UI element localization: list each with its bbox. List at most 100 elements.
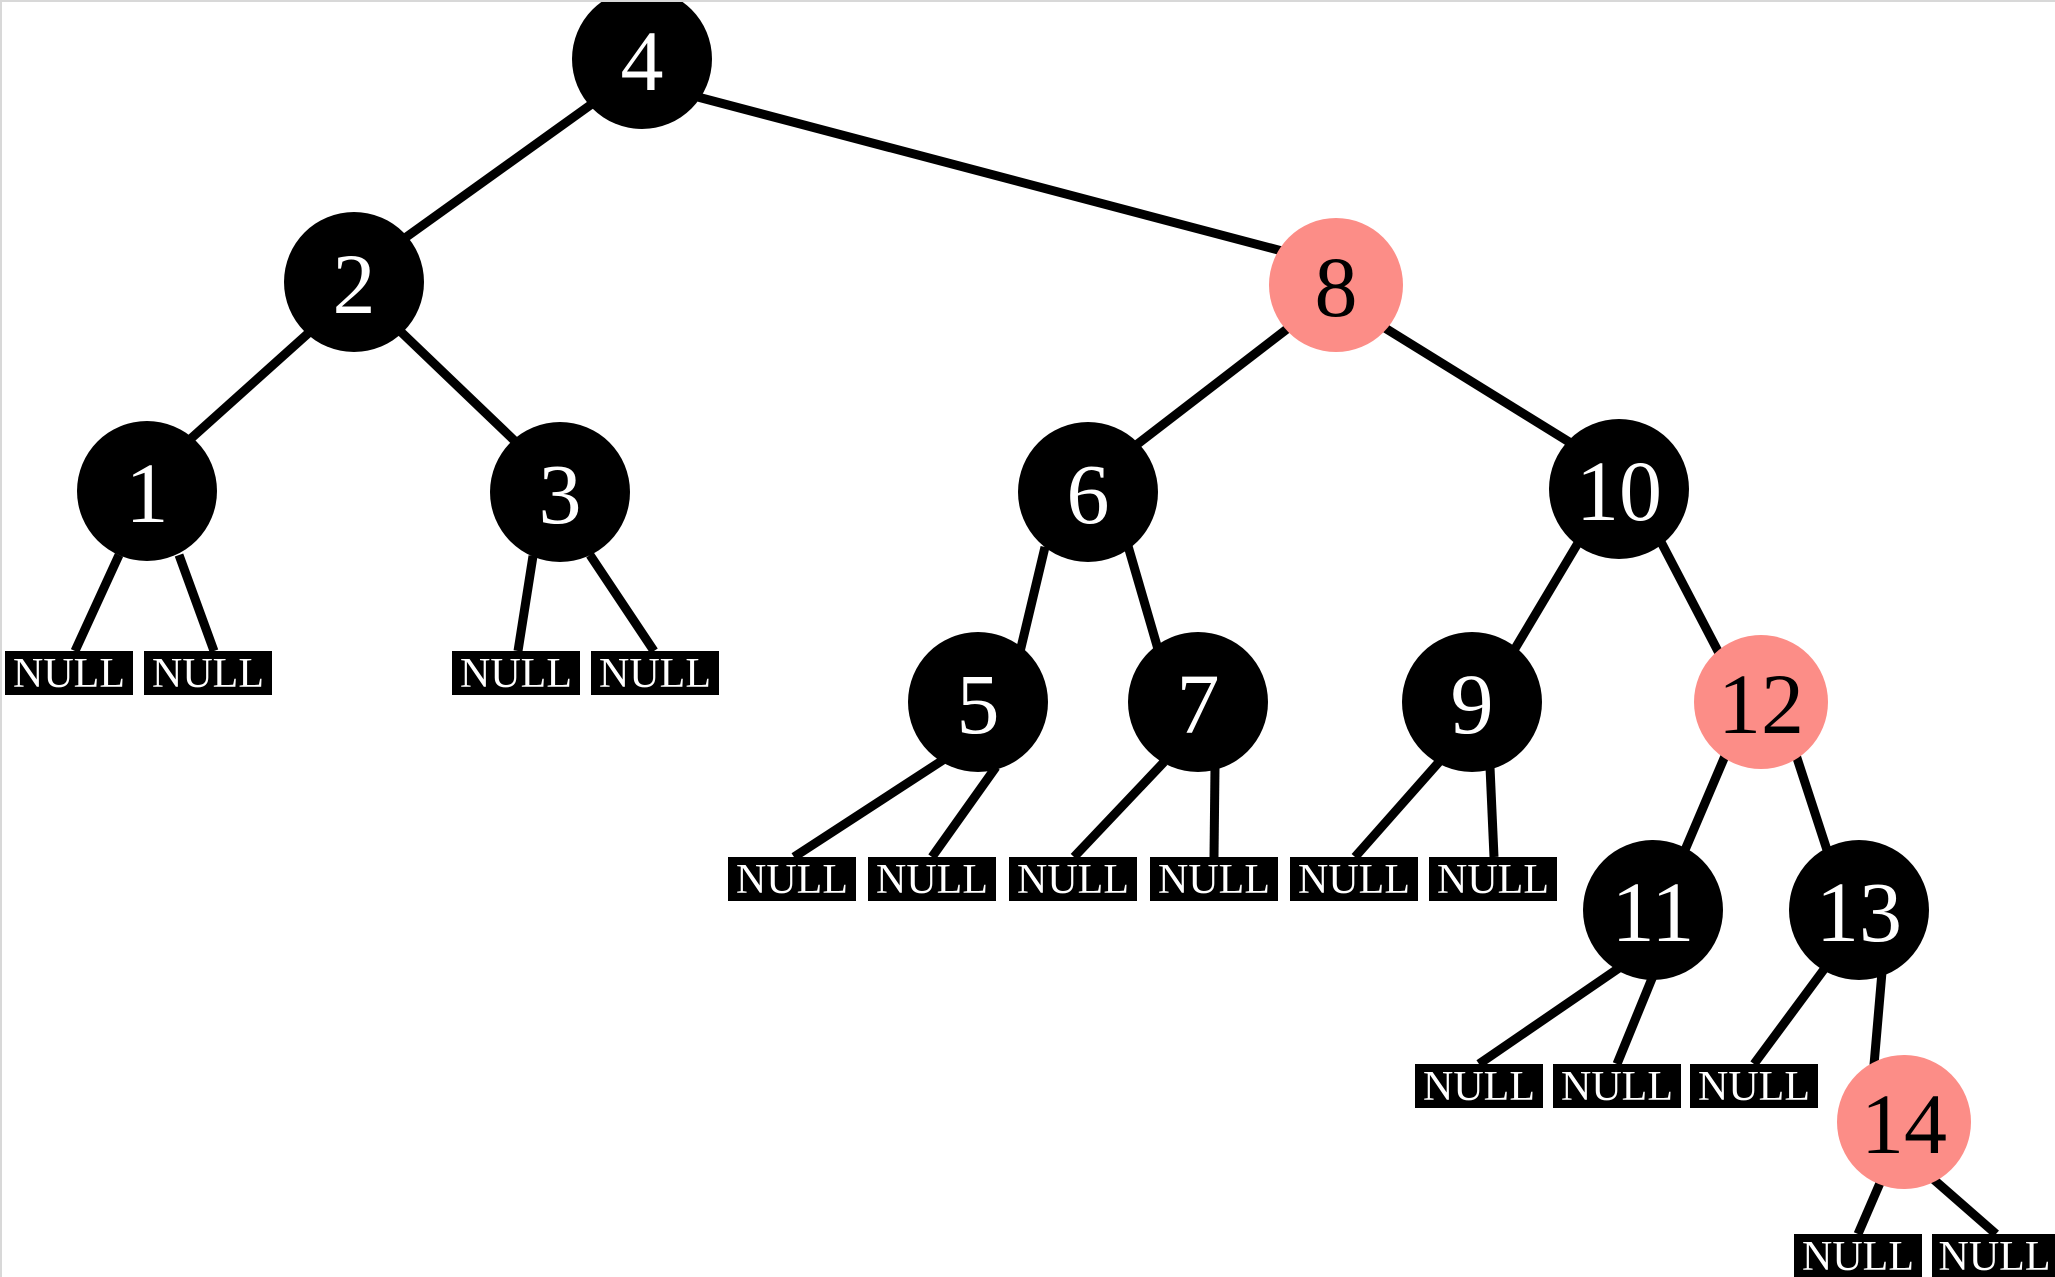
tree-edge-n10-n9 [1506, 540, 1582, 660]
node-key-label: 11 [1612, 864, 1695, 960]
tree-edge-n2-n3 [395, 326, 523, 449]
null-leaf-label: NULL [1158, 857, 1270, 903]
null-leaf-label: NULL [460, 651, 572, 697]
tree-node-3[interactable]: 3 [490, 422, 630, 562]
node-circle-black[interactable] [1402, 632, 1542, 772]
tree-node-4[interactable]: 4 [572, 2, 712, 129]
null-leaf-box [1415, 1064, 1543, 1108]
null-leaf: NULL [868, 857, 996, 903]
null-leaf: NULL [5, 651, 133, 697]
tree-edge-n4-n2 [388, 97, 599, 252]
tree-edge-n2-n1 [182, 325, 317, 447]
tree-edge-n11-u12 [1612, 974, 1658, 1066]
node-circle-black[interactable] [1583, 840, 1723, 980]
tree-edge-n13-n14 [1869, 971, 1887, 1066]
node-key-label: 10 [1576, 443, 1662, 539]
null-leaf-label: NULL [152, 651, 264, 697]
tree-edge-n6-n5 [1014, 545, 1050, 658]
null-leaf-label: NULL [1437, 857, 1549, 903]
null-leaf-box [1429, 857, 1557, 901]
null-leaf: NULL [1415, 1064, 1543, 1110]
tree-edge-n12-n13 [1791, 753, 1832, 852]
null-leaf-box [1794, 1234, 1922, 1277]
tree-node-11[interactable]: 11 [1583, 840, 1723, 980]
node-key-label: 1 [126, 445, 169, 541]
tree-node-10[interactable]: 10 [1549, 419, 1689, 559]
tree-edge-n5-u5 [791, 756, 946, 861]
tree-edge-n6-n7 [1123, 544, 1165, 658]
tree-edge-n13-u13 [1750, 965, 1829, 1067]
null-leaf-label: NULL [1939, 1234, 2051, 1277]
null-leaf-label: NULL [736, 857, 848, 903]
tree-node-6[interactable]: 6 [1018, 422, 1158, 562]
null-leaf: NULL [591, 651, 719, 697]
null-leaf-label: NULL [1698, 1064, 1810, 1110]
tree-node-1[interactable]: 1 [77, 421, 217, 561]
null-leaf: NULL [452, 651, 580, 697]
null-leaf-box [1690, 1064, 1818, 1108]
node-circle-black[interactable] [284, 212, 424, 352]
node-key-label: 5 [957, 656, 1000, 752]
null-leaf: NULL [1794, 1234, 1922, 1277]
tree-edge-n1-u1 [70, 553, 124, 653]
tree-edge-n1-u2 [174, 553, 219, 653]
tree-edge-n11-u11 [1476, 964, 1622, 1068]
tree-node-13[interactable]: 13 [1789, 840, 1929, 980]
null-leaf-label: NULL [1423, 1064, 1535, 1110]
tree-edge-n4-n8 [692, 91, 1284, 256]
null-leaf-label: NULL [1017, 857, 1129, 903]
node-key-label: 2 [333, 236, 376, 332]
node-circle-red[interactable] [1269, 218, 1403, 352]
tree-node-2[interactable]: 2 [284, 212, 424, 352]
node-circle-black[interactable] [1549, 419, 1689, 559]
null-leaf-box [452, 651, 580, 695]
node-key-label: 13 [1816, 864, 1902, 960]
node-key-label: 6 [1067, 446, 1110, 542]
node-key-label: 12 [1718, 656, 1804, 752]
tree-edge-n8-n6 [1132, 325, 1290, 450]
tree-edge-n5-u6 [928, 764, 1000, 860]
null-leaf-box [591, 651, 719, 695]
node-key-label: 7 [1177, 656, 1220, 752]
null-leaf: NULL [1150, 857, 1278, 903]
node-key-label: 14 [1861, 1076, 1947, 1172]
node-circle-black[interactable] [1128, 632, 1268, 772]
tree-node-14[interactable]: 14 [1837, 1055, 1971, 1189]
null-leaf: NULL [1290, 857, 1418, 903]
node-circle-red[interactable] [1837, 1055, 1971, 1189]
null-leaf-box [728, 857, 856, 901]
node-key-label: 4 [621, 13, 664, 109]
tree-node-7[interactable]: 7 [1128, 632, 1268, 772]
null-leaf: NULL [1553, 1064, 1681, 1110]
node-circle-black[interactable] [77, 421, 217, 561]
node-key-label: 9 [1451, 656, 1494, 752]
null-leaf-box [1290, 857, 1418, 901]
tree-node-12[interactable]: 12 [1694, 635, 1828, 769]
tree-node-5[interactable]: 5 [908, 632, 1048, 772]
node-circle-black[interactable] [572, 2, 712, 129]
node-circle-black[interactable] [490, 422, 630, 562]
edges-layer [70, 91, 1999, 1238]
null-leaf-box [1009, 857, 1137, 901]
tree-edge-n14-u14 [1853, 1181, 1885, 1236]
node-key-label: 8 [1315, 239, 1358, 335]
node-circle-black[interactable] [1018, 422, 1158, 562]
tree-edge-n14-u15 [1929, 1174, 1999, 1238]
tree-edge-n3-u3 [513, 555, 538, 652]
tree-node-9[interactable]: 9 [1402, 632, 1542, 772]
null-leaf: NULL [1429, 857, 1557, 903]
null-leaf-label: NULL [1561, 1064, 1673, 1110]
node-circle-red[interactable] [1694, 635, 1828, 769]
null-leaf-box [5, 651, 133, 695]
null-leaf: NULL [1009, 857, 1137, 903]
null-leaf-box [1553, 1064, 1681, 1108]
tree-edge-n12-n11 [1680, 754, 1730, 852]
node-circle-black[interactable] [1789, 840, 1929, 980]
null-leaf-label: NULL [13, 651, 125, 697]
null-leaf: NULL [144, 651, 272, 697]
null-leaf-label: NULL [599, 651, 711, 697]
node-circle-black[interactable] [908, 632, 1048, 772]
null-leaf: NULL [728, 857, 856, 903]
tree-node-8[interactable]: 8 [1269, 218, 1403, 352]
